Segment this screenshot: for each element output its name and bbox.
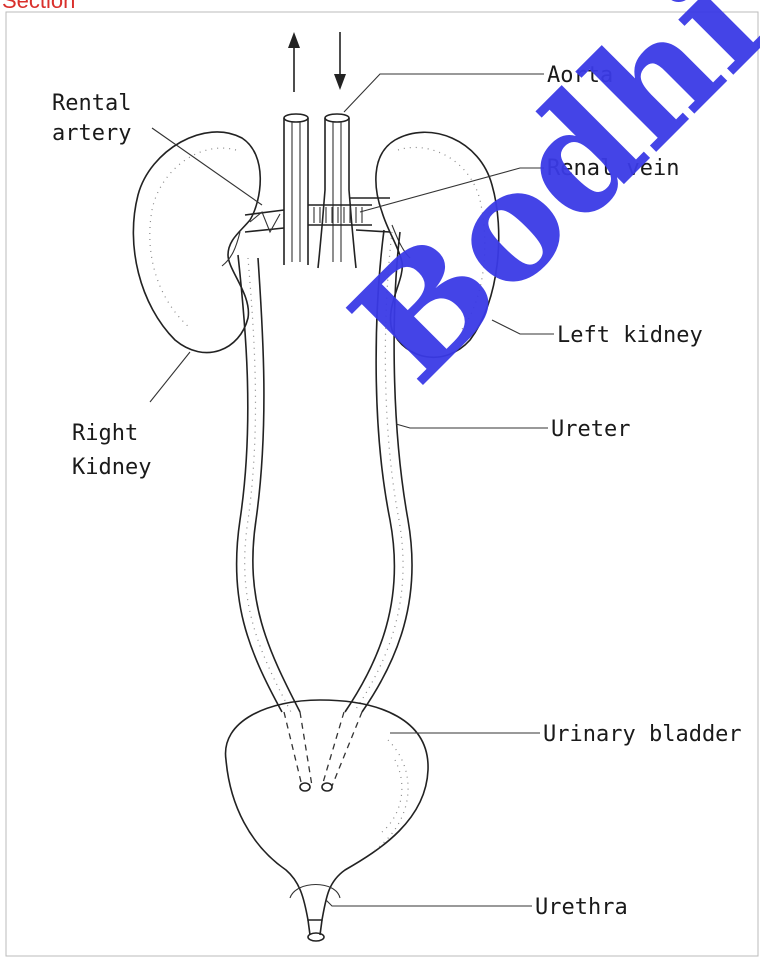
label-rental-artery-line1: Rental	[52, 91, 131, 116]
label-ureter: Ureter	[551, 417, 630, 442]
aorta-vessel	[318, 114, 356, 268]
label-rental-artery-line2: artery	[52, 121, 131, 146]
vena-cava	[284, 114, 308, 265]
label-right-kidney-line1: Right	[72, 421, 138, 446]
label-urethra: Urethra	[535, 895, 628, 920]
renal-vessels	[245, 198, 390, 232]
label-urinary-bladder: Urinary bladder	[543, 722, 742, 747]
label-right-kidney-line2: Kidney	[72, 455, 151, 480]
right-kidney	[133, 132, 260, 353]
blood-flow-arrows	[288, 32, 346, 92]
header-fragment: Section	[2, 0, 75, 13]
watermark-logo: Bodhiy	[319, 0, 760, 415]
label-left-kidney: Left kidney	[557, 323, 703, 348]
urethra-shape	[308, 920, 324, 941]
